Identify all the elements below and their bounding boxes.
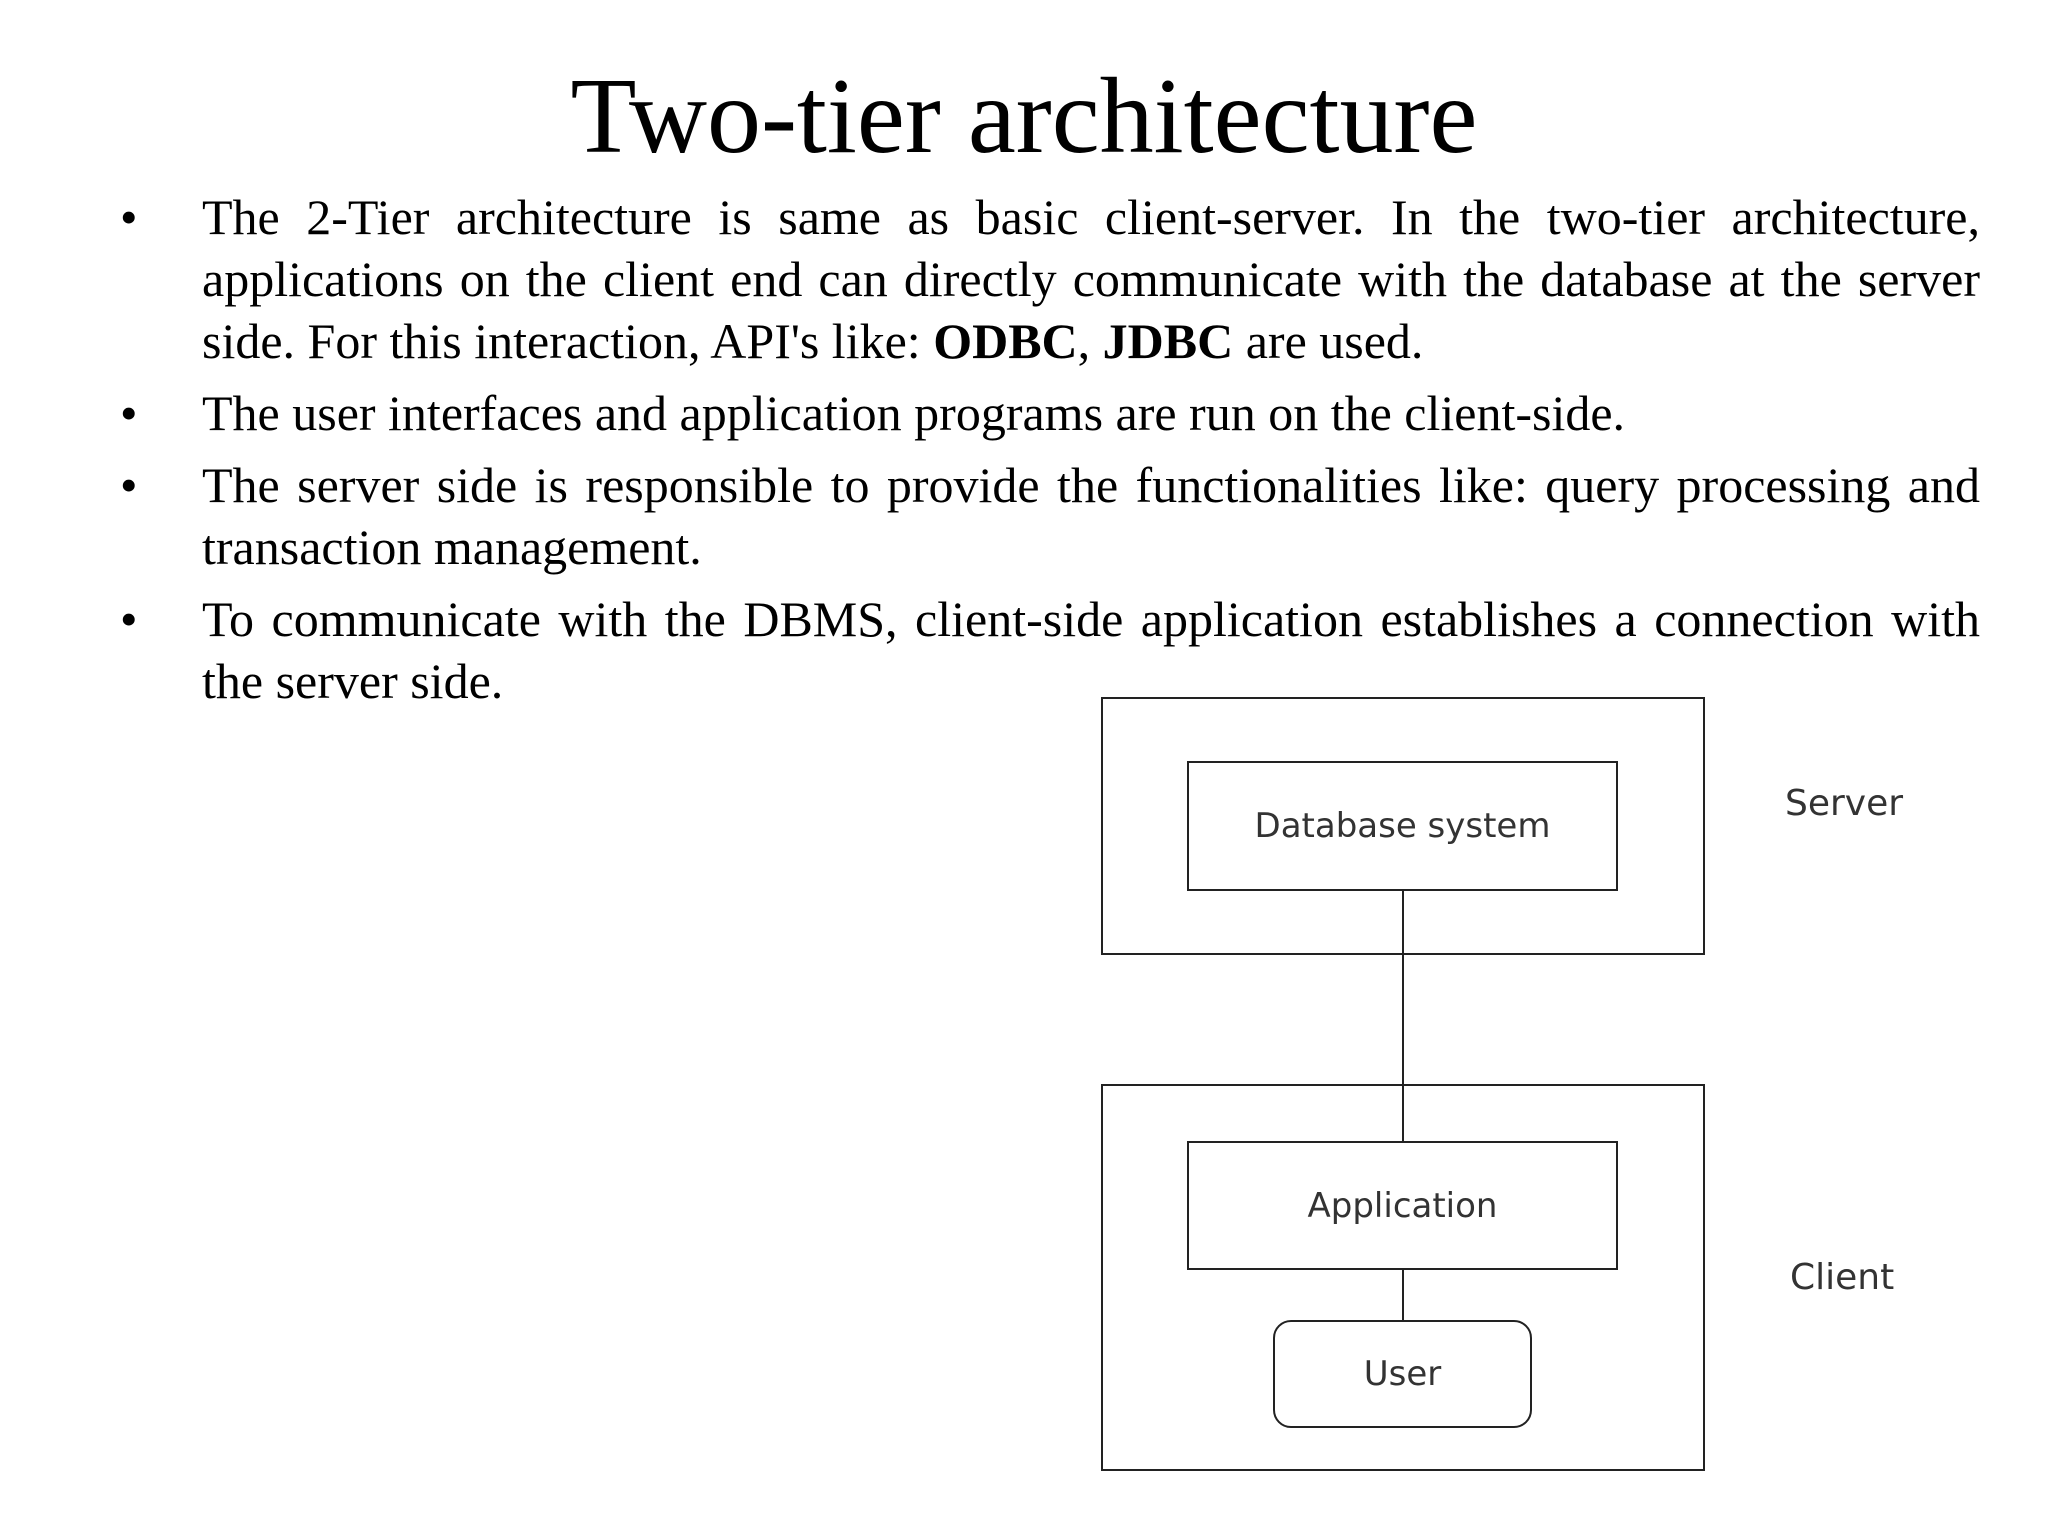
- bullet-item: • To communicate with the DBMS, client-s…: [120, 588, 1980, 712]
- bullet-text: The user interfaces and application prog…: [202, 385, 1626, 441]
- bullet-marker: •: [120, 457, 138, 513]
- odbc-term: ODBC: [933, 313, 1078, 369]
- bullet-marker: •: [120, 189, 138, 245]
- bullet-text-part: ,: [1077, 313, 1103, 369]
- server-tier-box: [1101, 697, 1705, 955]
- bullet-text-part: The 2-Tier architecture is same as basic…: [202, 189, 1980, 369]
- connector-line: [1402, 1084, 1404, 1141]
- server-label: Server: [1785, 783, 1904, 824]
- bullet-list: • The 2-Tier architecture is same as bas…: [120, 186, 1980, 722]
- bullet-text: The server side is responsible to provid…: [202, 457, 1980, 575]
- jdbc-term: JDBC: [1102, 313, 1234, 369]
- slide-title: Two-tier architecture: [570, 57, 1478, 176]
- bullet-marker: •: [120, 385, 138, 441]
- connector-line: [1402, 1270, 1404, 1320]
- bullet-marker: •: [120, 591, 138, 647]
- client-tier-box: [1101, 1084, 1705, 1471]
- bullet-item: • The 2-Tier architecture is same as bas…: [120, 186, 1980, 372]
- bullet-item: • The user interfaces and application pr…: [120, 382, 1980, 444]
- bullet-item: • The server side is responsible to prov…: [120, 454, 1980, 578]
- application-node: Application: [1187, 1141, 1618, 1270]
- bullet-text-part: are used.: [1233, 313, 1424, 369]
- database-system-node: Database system: [1187, 761, 1618, 891]
- client-label: Client: [1790, 1257, 1895, 1298]
- connector-line: [1402, 891, 1404, 1141]
- user-node: User: [1273, 1320, 1532, 1428]
- bullet-text: To communicate with the DBMS, client-sid…: [202, 591, 1980, 709]
